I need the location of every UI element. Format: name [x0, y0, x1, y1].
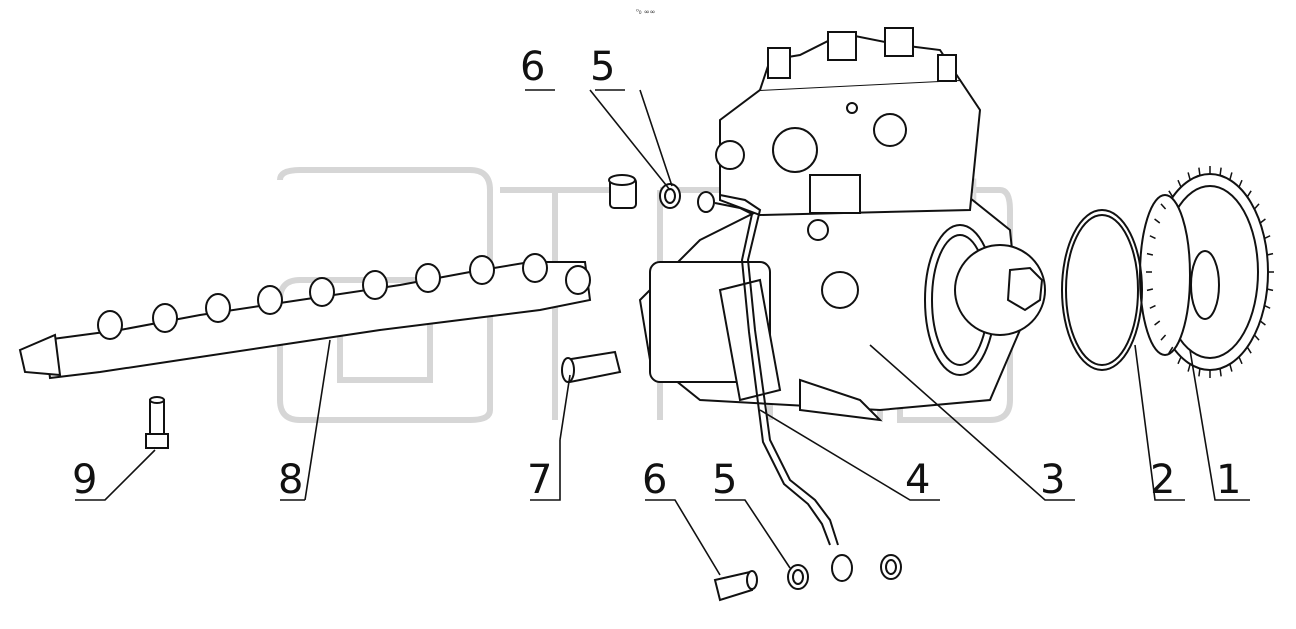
gear-tooth: [1187, 363, 1191, 372]
gear-tooth: [1168, 190, 1174, 198]
callout-8: 8: [278, 457, 303, 503]
gear-tooth: [1146, 288, 1154, 292]
gear-tooth: [1253, 334, 1260, 341]
callout-1: 1: [1216, 457, 1241, 503]
gear-tooth: [1154, 320, 1161, 326]
gear-tooth: [1238, 179, 1243, 188]
rail-boss: [415, 263, 441, 293]
rail-boss: [257, 285, 283, 315]
gear-tooth: [1187, 172, 1191, 181]
gear-tooth: [1219, 368, 1222, 377]
rail-boss: [469, 255, 495, 285]
rail-boss: [565, 265, 591, 295]
gear-tooth: [1238, 356, 1243, 365]
gear-tooth: [1266, 252, 1274, 256]
gear-tooth: [1219, 167, 1222, 176]
rail-boss: [309, 277, 335, 307]
pump-body: [638, 27, 1046, 422]
gear-tooth: [1160, 334, 1167, 341]
rail-boss: [205, 293, 231, 323]
gear-tooth: [1264, 304, 1271, 309]
gear-tooth: [1229, 172, 1233, 181]
callout-6-top: 6: [520, 44, 545, 90]
callout-4: 4: [905, 457, 930, 503]
callout-5-bottom: 5: [712, 457, 737, 503]
fuel-pipe: [697, 191, 853, 582]
gear-tooth: [1266, 288, 1274, 292]
gear-tooth: [1198, 368, 1201, 377]
fuel-rail: [18, 253, 592, 380]
gear-tooth: [1253, 203, 1260, 210]
gear-tooth: [1259, 320, 1266, 326]
gear-tooth: [1198, 167, 1201, 176]
leader-lines: [75, 89, 1250, 576]
o-ring-part: [1061, 209, 1143, 371]
gear-tooth: [1264, 235, 1271, 240]
header-mark: ⁰₀ ∞∞: [636, 8, 656, 16]
callout-7: 7: [527, 457, 552, 503]
gear-tooth: [1146, 252, 1154, 256]
gear-tooth: [1246, 190, 1252, 198]
gear-tooth: [1168, 346, 1174, 354]
rail-boss: [152, 303, 178, 333]
gear-tooth: [1229, 363, 1233, 372]
gear-tooth: [1246, 346, 1252, 354]
gear-tooth: [1177, 356, 1182, 365]
washers-and-bolts: [608, 174, 902, 602]
gear-tooth: [1149, 304, 1156, 309]
gear-tooth: [1160, 203, 1167, 210]
callout-6-bottom: 6: [642, 457, 667, 503]
rail-boss: [97, 310, 123, 340]
rail-boss: [362, 270, 388, 300]
callout-5-top: 5: [590, 44, 615, 90]
callout-9: 9: [72, 457, 97, 503]
gear-tooth: [1154, 218, 1161, 224]
callout-3: 3: [1040, 457, 1065, 503]
gear-tooth: [1177, 179, 1182, 188]
callout-2: 2: [1150, 457, 1175, 503]
gear-tooth: [1259, 218, 1266, 224]
gear-part: [1139, 166, 1274, 378]
callout-numbers: 1 2 3 4 5 5 6 6 7 8 9: [72, 44, 1241, 503]
mounting-bolt: [561, 350, 622, 384]
rail-bolt: [145, 396, 169, 449]
gear-tooth: [1149, 235, 1156, 240]
rail-boss: [522, 253, 548, 283]
